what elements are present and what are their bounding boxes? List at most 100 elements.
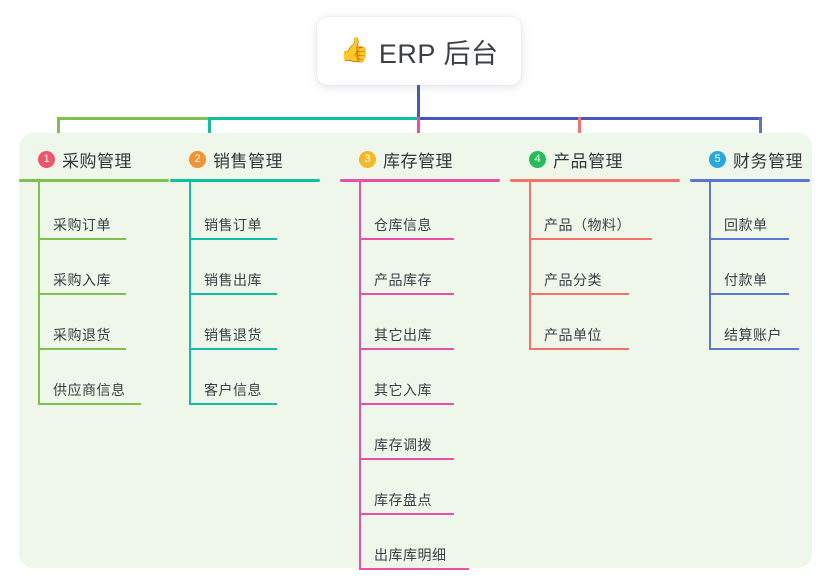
branch-item[interactable]: 其它出库 [359,295,500,350]
root-title-text: ERP 后台 [378,38,499,69]
branch-underline [510,179,680,182]
branch-column-5: 5 财务管理回款单付款单结算账户 [690,147,810,350]
branch-item-underline [529,293,629,295]
branch-header-5[interactable]: 5 财务管理 [690,147,810,171]
branch-item[interactable]: 采购退货 [38,295,169,350]
branch-item[interactable]: 产品单位 [529,295,680,350]
branch-number-badge: 5 [709,150,726,168]
branch-item-underline [359,293,454,295]
branch-item-label: 产品（物料） [544,217,631,233]
branch-title: 库存管理 [383,151,453,171]
branch-item-underline [38,293,126,295]
branch-item[interactable]: 库存调拨 [359,405,500,460]
branch-underline [19,179,169,182]
branch-spine [529,182,531,350]
branch-item-list: 产品（物料） 产品分类产品单位 [510,182,680,350]
branch-item-underline [709,238,789,240]
branch-item-label: 其它入库 [374,382,432,398]
branches-panel [19,133,812,568]
branch-spine [359,182,361,570]
branch-item-underline [359,568,469,570]
connector-trunk [417,85,420,119]
branch-item-underline [38,238,126,240]
branch-item-label: 付款单 [724,272,768,288]
branch-item-label: 产品分类 [544,272,602,288]
branch-title: 采购管理 [62,151,132,171]
branch-item-underline [709,348,799,350]
connector-bus-teal [208,117,419,120]
branch-item-underline [189,238,277,240]
branch-item-underline [359,403,454,405]
branch-underline [340,179,500,182]
branch-item-underline [189,403,277,405]
branch-item-underline [38,348,126,350]
branch-item-label: 供应商信息 [53,382,126,398]
branch-item[interactable]: 结算账户 [709,295,810,350]
branch-number-badge: 4 [529,150,546,168]
branch-number-badge: 3 [359,150,376,168]
branch-item[interactable]: 产品（物料） [529,182,680,240]
branch-item-underline [529,238,652,240]
branch-item[interactable]: 库存盘点 [359,460,500,515]
branch-item[interactable]: 供应商信息 [38,350,169,405]
branch-header-1[interactable]: 1 采购管理 [19,147,169,171]
branch-item-label: 采购订单 [53,217,111,233]
branch-item-list: 销售订单销售出库销售退货客户信息 [170,182,320,405]
branch-item-label: 库存盘点 [374,492,432,508]
branch-item[interactable]: 销售订单 [189,182,320,240]
branch-item-label: 出库库明细 [374,547,447,563]
branch-item[interactable]: 销售出库 [189,240,320,295]
branch-column-3: 3 库存管理仓库信息产品库存其它出库其它入库库存调拨库存盘点出库库明细 [340,147,500,570]
branch-item-list: 采购订单采购入库采购退货供应商信息 [19,182,169,405]
branch-item-label: 产品库存 [374,272,432,288]
branch-item-label: 销售退货 [204,327,262,343]
branch-item-underline [359,348,454,350]
branch-item-underline [189,348,277,350]
branch-item-underline [189,293,277,295]
branch-title: 销售管理 [213,151,283,171]
branch-item-label: 仓库信息 [374,217,432,233]
branch-item[interactable]: 出库库明细 [359,515,500,570]
branch-item-underline [359,458,454,460]
branch-item-label: 采购退货 [53,327,111,343]
branch-item-underline [38,403,141,405]
branch-item[interactable]: 其它入库 [359,350,500,405]
branch-item-list: 回款单付款单结算账户 [690,182,810,350]
branch-item-underline [359,238,454,240]
branch-item[interactable]: 采购订单 [38,182,169,240]
branch-item-label: 其它出库 [374,327,432,343]
branch-title: 财务管理 [733,151,803,171]
branch-item[interactable]: 产品库存 [359,240,500,295]
branch-item[interactable]: 仓库信息 [359,182,500,240]
branch-item[interactable]: 回款单 [709,182,810,240]
root-node-card[interactable]: 👍 ERP 后台 [317,17,521,85]
branch-underline [690,179,810,182]
branch-item-label: 客户信息 [204,382,262,398]
branch-item-label: 产品单位 [544,327,602,343]
branch-item-label: 回款单 [724,217,768,233]
root-node-title: 👍 ERP 后台 [340,32,499,71]
branch-item-label: 销售订单 [204,217,262,233]
branch-item[interactable]: 产品分类 [529,240,680,295]
branch-item-label: 销售出库 [204,272,262,288]
branch-item[interactable]: 客户信息 [189,350,320,405]
branch-item-label: 结算账户 [724,327,782,343]
branch-item[interactable]: 付款单 [709,240,810,295]
connector-bus-green [57,117,210,120]
branch-item[interactable]: 采购入库 [38,240,169,295]
branch-item-list: 仓库信息产品库存其它出库其它入库库存调拨库存盘点出库库明细 [340,182,500,570]
branch-spine [709,182,711,350]
branch-number-badge: 1 [38,150,55,168]
branch-column-1: 1 采购管理采购订单采购入库采购退货供应商信息 [19,147,169,405]
branch-item-label: 库存调拨 [374,437,432,453]
branch-header-3[interactable]: 3 库存管理 [340,147,500,171]
connector-bus-indigo [417,117,762,120]
branch-item-underline [359,513,454,515]
branch-item[interactable]: 销售退货 [189,295,320,350]
